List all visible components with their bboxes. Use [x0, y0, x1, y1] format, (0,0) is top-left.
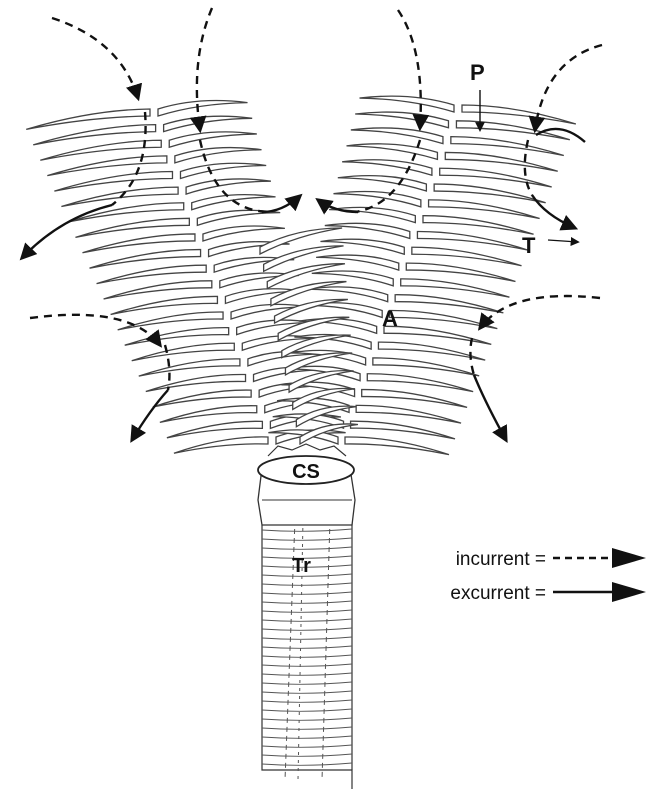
excurrent-arrow [474, 375, 506, 440]
tube-ring [262, 664, 352, 666]
tentacle [174, 437, 268, 453]
tentacle [356, 405, 461, 423]
tentacle [167, 421, 262, 438]
tentacle [367, 374, 473, 392]
excurrent-arrow [132, 390, 168, 440]
tube-ring [262, 583, 352, 585]
label-a: A [382, 306, 398, 331]
tentacle [118, 312, 223, 330]
tentacle [360, 96, 454, 112]
tube-ring [262, 592, 352, 594]
tentacle [333, 192, 420, 207]
tube-ring [262, 754, 352, 756]
label-p: P [470, 60, 485, 85]
tentacle [180, 163, 266, 178]
legend-excurrent-label: excurrent = [450, 583, 546, 604]
collar-cs [258, 444, 355, 525]
tentacle [97, 265, 207, 283]
tube-ring [262, 646, 352, 648]
tentacle [347, 144, 438, 160]
label-t: T [522, 233, 536, 258]
tentacle [132, 343, 235, 360]
legend-incurrent-arrowhead [612, 548, 646, 568]
tentacle [384, 326, 491, 344]
tentacle [164, 116, 253, 131]
tentacle [412, 247, 522, 265]
label-tr: Tr [292, 555, 311, 577]
tube-ring [262, 619, 352, 621]
tentacle [401, 279, 510, 297]
tentacle [373, 358, 479, 376]
tentacle [104, 281, 212, 299]
tentacle [125, 328, 229, 346]
tube-ring [262, 655, 352, 657]
tentacle [316, 255, 399, 270]
tube-ring [262, 691, 352, 693]
tentacle [169, 132, 257, 147]
tube-ring [262, 529, 352, 531]
tentacle [111, 296, 218, 314]
tentacle [175, 148, 262, 163]
excurrent-arrow [262, 196, 300, 212]
incurrent-arrow [398, 10, 421, 128]
tube-ring [262, 610, 352, 612]
legend: incurrent = excurrent = [450, 548, 646, 604]
tube-ring [262, 673, 352, 675]
tentacle [338, 176, 427, 191]
tentacle [186, 179, 271, 194]
tentacle [153, 390, 251, 407]
tentacle [378, 342, 485, 360]
tube-ring [262, 601, 352, 603]
tube-ring [262, 745, 352, 747]
tentacle [406, 263, 515, 281]
tentacle [355, 112, 448, 128]
tentacle-lophophore [26, 96, 576, 454]
tentacle [139, 359, 240, 376]
legend-incurrent-label: incurrent = [456, 549, 546, 570]
tube-ring [262, 763, 352, 765]
tentacle [342, 160, 432, 176]
tube-ring [262, 709, 352, 711]
tentacle [417, 231, 527, 249]
tube-ring [262, 547, 352, 549]
incurrent-arrow [197, 8, 212, 130]
tentacle [423, 216, 534, 235]
tentacle [345, 437, 449, 455]
tube-ring [262, 736, 352, 738]
tube-ring [262, 628, 352, 630]
tentacle [267, 264, 345, 289]
tentacle [440, 168, 552, 187]
tube-ring [262, 682, 352, 684]
tentacle [351, 128, 443, 144]
tentacle [160, 406, 257, 423]
tube-ring [262, 718, 352, 720]
tentacle [362, 390, 467, 408]
tentacle [351, 421, 455, 439]
label-cs: CS [292, 461, 320, 483]
tube-ring [262, 637, 352, 639]
tentacle [429, 200, 540, 219]
tube-ring [262, 700, 352, 702]
tentacle [395, 295, 503, 313]
incurrent-arrow [480, 296, 600, 328]
tube-ring [262, 727, 352, 729]
incurrent-arrow [52, 18, 138, 98]
tentacle [158, 101, 248, 116]
tentacle [146, 374, 246, 391]
tentacle [203, 226, 285, 241]
t-pointer [548, 240, 578, 242]
tube-ring [262, 538, 352, 540]
tentacle [325, 223, 410, 238]
legend-excurrent-arrowhead [612, 582, 646, 602]
